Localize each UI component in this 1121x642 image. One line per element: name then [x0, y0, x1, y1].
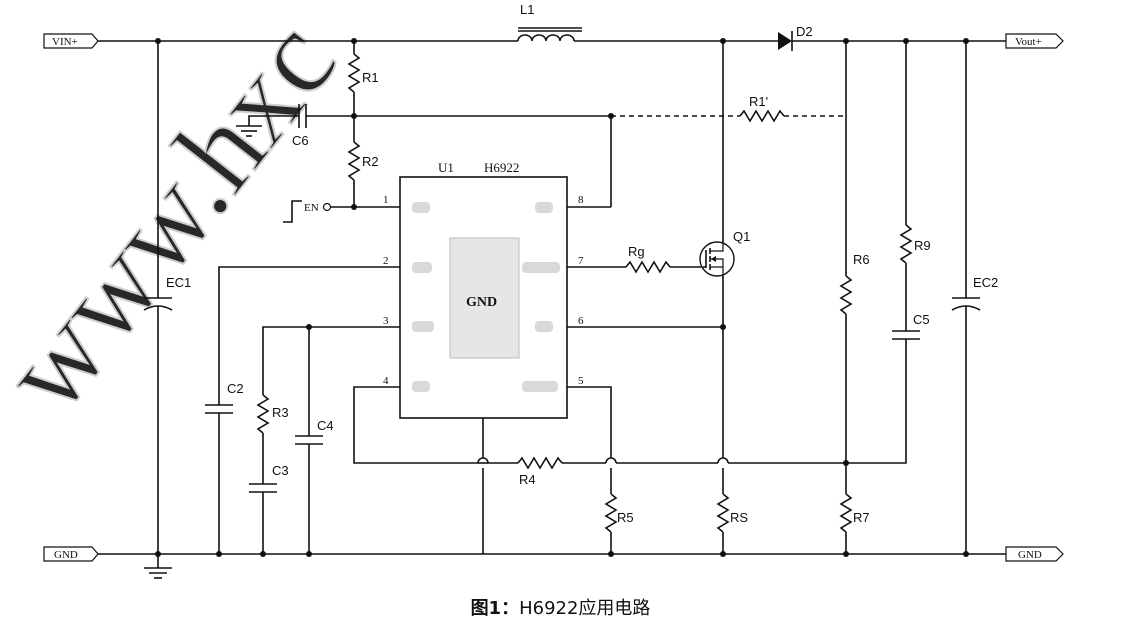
capacitor-C3: C3 — [249, 463, 289, 493]
resistor-R2: R2 — [347, 141, 379, 181]
inductor-L1: L1 — [517, 2, 582, 42]
label-C3: C3 — [272, 463, 289, 478]
resistor-R9: R9 — [899, 224, 931, 264]
caption-separator: ： — [501, 598, 520, 619]
label-C4: C4 — [317, 418, 334, 433]
label-R9: R9 — [914, 238, 931, 253]
resistor-R1: R1 — [347, 53, 379, 93]
capacitor-C5: C5 — [892, 312, 930, 340]
label-R5: R5 — [617, 510, 634, 525]
en-input: EN — [283, 200, 332, 223]
label-R6: R6 — [853, 252, 870, 267]
label-Q1: Q1 — [733, 229, 750, 244]
label-L1: L1 — [520, 2, 534, 17]
capacitor-EC2: EC2 — [951, 275, 998, 311]
label-R7: R7 — [853, 510, 870, 525]
pin-3: 3 — [383, 315, 389, 327]
label-C6: C6 — [292, 133, 309, 148]
mosfet-Q1: Q1 — [699, 229, 750, 277]
label-R1: R1 — [362, 70, 379, 85]
resistor-R3: R3 — [256, 394, 289, 434]
ic-gnd-pad — [449, 237, 520, 359]
caption-label: 图1 — [470, 598, 502, 619]
label-R2: R2 — [362, 154, 379, 169]
gnd-port-left-label: GND — [54, 549, 78, 561]
label-C2: C2 — [227, 381, 244, 396]
resistor-RS: RS — [716, 493, 748, 533]
ic-gnd-pad-label: GND — [466, 295, 497, 310]
pin-4: 4 — [383, 375, 389, 387]
pin-6: 6 — [578, 315, 584, 327]
label-R3: R3 — [272, 405, 289, 420]
label-R4: R4 — [519, 472, 536, 487]
resistor-Rg: Rg — [625, 244, 671, 274]
capacitor-C2: C2 — [205, 381, 244, 414]
vin-port: VIN+ — [43, 33, 99, 49]
en-label: EN — [304, 202, 319, 214]
figure-caption: 图1：H6922应用电路 — [0, 594, 1121, 620]
label-EC2: EC2 — [973, 275, 998, 290]
watermark: www.hxc — [0, 0, 362, 437]
vout-port-label: Vout+ — [1015, 36, 1042, 48]
resistor-R5: R5 — [604, 493, 634, 533]
gnd-port-left: GND — [43, 546, 99, 562]
resistor-R7: R7 — [839, 493, 870, 533]
svg-text:www.hxc: www.hxc — [0, 0, 361, 436]
caption-text: H6922应用电路 — [519, 598, 651, 619]
label-D2: D2 — [796, 24, 813, 39]
vin-port-label: VIN+ — [52, 36, 78, 48]
pin-7: 7 — [578, 255, 584, 267]
label-RS: RS — [730, 510, 748, 525]
vout-port: Vout+ — [1005, 33, 1064, 49]
pin-2: 2 — [383, 255, 389, 267]
gnd-port-right-label: GND — [1018, 549, 1042, 561]
resistor-R4: R4 — [517, 456, 563, 487]
capacitor-C4: C4 — [295, 418, 334, 445]
resistor-R1-prime: R1' — [739, 94, 785, 123]
ic-ref: U1 — [438, 160, 454, 175]
ic-U1: U1 H6922 GND 1 2 3 4 5 6 7 8 — [383, 160, 584, 419]
pin-8: 8 — [578, 194, 584, 206]
label-EC1: EC1 — [166, 275, 191, 290]
ground-symbol-c6 — [236, 125, 262, 137]
label-R1-prime: R1' — [749, 94, 768, 109]
pin-5: 5 — [578, 375, 584, 387]
label-Rg: Rg — [628, 244, 645, 259]
diode-D2: D2 — [778, 24, 813, 51]
ground-symbol-bottom — [144, 554, 172, 579]
gnd-port-right: GND — [1005, 546, 1064, 562]
pin-1: 1 — [383, 194, 389, 206]
pin-name-blurs — [412, 202, 560, 392]
ic-part: H6922 — [484, 160, 519, 175]
label-C5: C5 — [913, 312, 930, 327]
resistor-R6: R6 — [839, 252, 870, 315]
